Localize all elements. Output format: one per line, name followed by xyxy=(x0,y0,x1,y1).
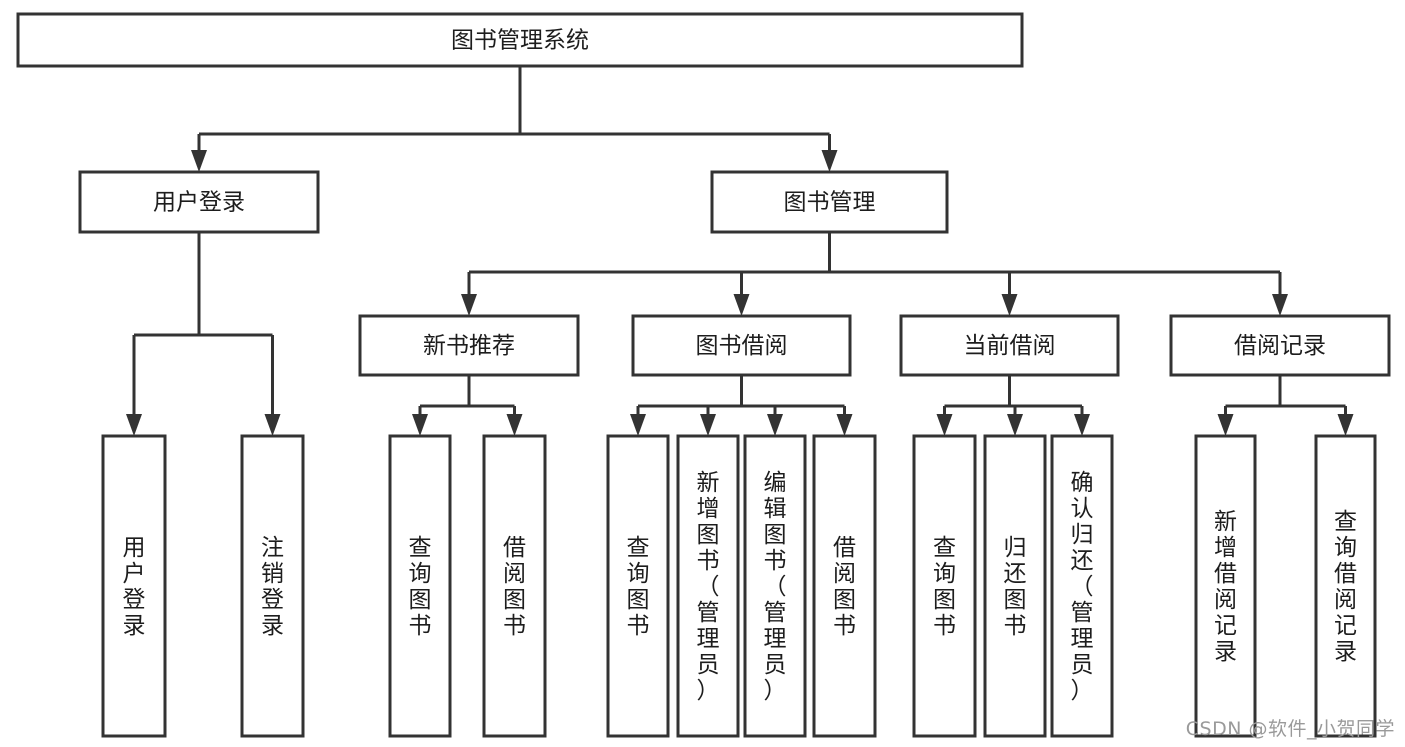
node-leaf-编辑图书管理员[interactable]: 编辑图书（管理员） xyxy=(743,434,807,738)
node-leaf-用户登录[interactable]: 用户登录 xyxy=(101,434,167,738)
node-label: 图书管理 xyxy=(784,190,876,216)
node-box xyxy=(78,170,320,234)
node-l2-图书管理[interactable]: 图书管理 xyxy=(710,170,949,234)
arrow-head-icon xyxy=(412,414,428,436)
node-leaf-查询图书[interactable]: 查询图书 xyxy=(606,434,670,738)
node-box xyxy=(631,314,852,377)
node-leaf-借阅图书[interactable]: 借阅图书 xyxy=(812,434,877,738)
node-leaf-注销登录[interactable]: 注销登录 xyxy=(240,434,305,738)
connector-layer xyxy=(126,66,1354,436)
arrow-head-icon xyxy=(700,414,716,436)
arrow-head-icon xyxy=(1217,414,1234,436)
arrow-head-icon xyxy=(733,294,750,316)
node-box xyxy=(358,314,580,377)
node-l2-用户登录[interactable]: 用户登录 xyxy=(78,170,320,234)
node-leaf-新增图书管理员[interactable]: 新增图书（管理员） xyxy=(676,434,740,738)
node-l3-图书借阅[interactable]: 图书借阅 xyxy=(631,314,852,377)
node-box xyxy=(1194,434,1257,738)
node-box xyxy=(101,434,167,738)
arrow-head-icon xyxy=(1074,414,1090,436)
node-box xyxy=(16,12,1024,68)
node-label: 新增借阅记录 xyxy=(1214,509,1237,665)
node-label: 借阅图书 xyxy=(503,535,526,639)
arrow-head-icon xyxy=(264,414,281,436)
node-label: 查询图书 xyxy=(409,535,432,639)
node-l3-当前借阅[interactable]: 当前借阅 xyxy=(899,314,1120,377)
node-box xyxy=(912,434,977,738)
node-leaf-查询图书[interactable]: 查询图书 xyxy=(912,434,977,738)
node-box xyxy=(710,170,949,234)
node-label: 图书管理系统 xyxy=(451,28,589,54)
arrow-head-icon xyxy=(1007,414,1023,436)
node-label: 新书推荐 xyxy=(423,333,515,359)
node-l3-借阅记录[interactable]: 借阅记录 xyxy=(1169,314,1391,377)
node-box xyxy=(812,434,877,738)
node-box xyxy=(676,434,740,738)
arrow-head-icon xyxy=(461,294,477,316)
node-label: 编辑图书（管理员） xyxy=(764,470,787,704)
node-label: 用户登录 xyxy=(153,190,245,216)
node-leaf-查询图书[interactable]: 查询图书 xyxy=(388,434,452,738)
node-box xyxy=(240,434,305,738)
node-label: 归还图书 xyxy=(1004,535,1027,639)
node-label: 注销登录 xyxy=(261,535,284,639)
node-l3-新书推荐[interactable]: 新书推荐 xyxy=(358,314,580,377)
node-box xyxy=(983,434,1047,738)
node-label: 新增图书（管理员） xyxy=(697,470,720,704)
node-leaf-归还图书[interactable]: 归还图书 xyxy=(983,434,1047,738)
node-box xyxy=(1314,434,1377,738)
node-label: 查询图书 xyxy=(933,535,956,639)
arrow-head-icon xyxy=(1337,414,1354,436)
arrow-head-icon xyxy=(191,150,207,172)
node-box xyxy=(388,434,452,738)
arrow-head-icon xyxy=(506,414,523,436)
node-layer: 图书管理系统用户登录图书管理新书推荐图书借阅当前借阅借阅记录用户登录注销登录查询… xyxy=(16,12,1391,738)
node-leaf-确认归还管理员[interactable]: 确认归还（管理员） xyxy=(1050,434,1114,738)
node-leaf-新增借阅记录[interactable]: 新增借阅记录 xyxy=(1194,434,1257,738)
arrow-head-icon xyxy=(1001,294,1018,316)
node-box xyxy=(743,434,807,738)
node-label: 借阅记录 xyxy=(1234,333,1326,359)
node-box xyxy=(899,314,1120,377)
node-box xyxy=(1050,434,1114,738)
arrow-head-icon xyxy=(1272,294,1288,316)
arrow-head-icon xyxy=(836,414,853,436)
node-box xyxy=(482,434,547,738)
node-label: 查询图书 xyxy=(627,535,650,639)
node-label: 图书借阅 xyxy=(696,333,788,359)
arrow-head-icon xyxy=(936,414,953,436)
arrow-head-icon xyxy=(821,150,838,172)
node-leaf-查询借阅记录[interactable]: 查询借阅记录 xyxy=(1314,434,1377,738)
node-label: 当前借阅 xyxy=(964,333,1056,359)
node-label: 确认归还（管理员） xyxy=(1071,470,1094,704)
node-root-图书管理系统[interactable]: 图书管理系统 xyxy=(16,12,1024,68)
node-label: 借阅图书 xyxy=(833,535,856,639)
node-box xyxy=(606,434,670,738)
node-leaf-借阅图书[interactable]: 借阅图书 xyxy=(482,434,547,738)
arrow-head-icon xyxy=(630,414,646,436)
arrow-head-icon xyxy=(767,414,783,436)
arrow-head-icon xyxy=(126,414,142,436)
node-label: 用户登录 xyxy=(123,535,146,639)
node-box xyxy=(1169,314,1391,377)
node-label: 查询借阅记录 xyxy=(1334,509,1357,665)
